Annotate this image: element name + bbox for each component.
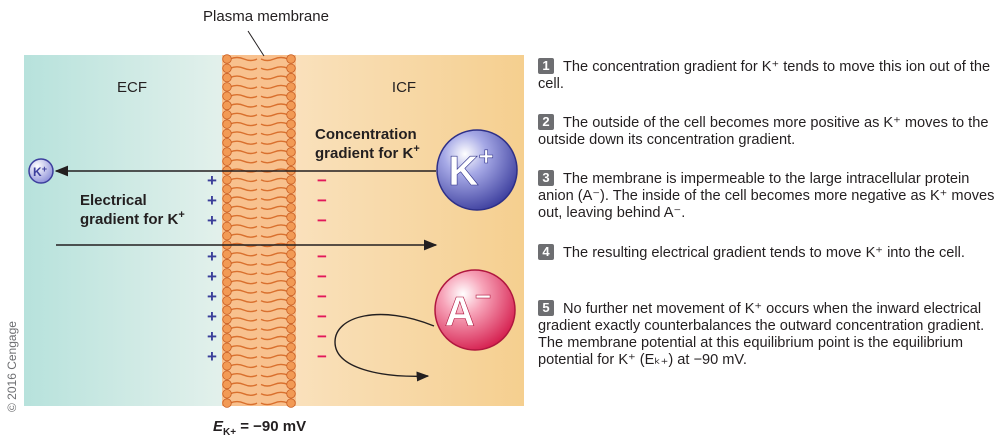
minus-sign: − xyxy=(317,267,327,286)
k-ion-small: K+ xyxy=(28,158,54,184)
k-ion-large: K+ xyxy=(436,129,518,211)
copyright-notice: © 2016 Cengage xyxy=(5,321,19,412)
membrane-label-pointer xyxy=(247,30,265,57)
membrane-diagram: Plasma membrane ECF ICF Concentration gr… xyxy=(24,8,524,438)
minus-sign: − xyxy=(317,247,327,266)
plus-sign: + xyxy=(207,327,217,346)
icf-label: ICF xyxy=(392,79,416,96)
plasma-membrane xyxy=(222,54,296,408)
minus-sign: − xyxy=(317,211,327,230)
conc-gradient-label-line2: gradient for K+ xyxy=(315,143,420,162)
plus-sign: + xyxy=(207,211,217,230)
minus-sign: − xyxy=(317,327,327,346)
minus-sign: − xyxy=(317,307,327,326)
minus-sign: − xyxy=(317,347,327,366)
plus-sign: + xyxy=(207,247,217,266)
legend-step-5-text: No further net movement of K⁺ occurs whe… xyxy=(538,301,985,368)
elec-gradient-label-line1: Electrical xyxy=(80,192,147,209)
svg-text:K+: K+ xyxy=(448,141,494,194)
conc-gradient-label-line1: Concentration xyxy=(315,126,417,143)
plus-sign: + xyxy=(207,267,217,286)
legend-step-4-text: The resulting electrical gradient tends … xyxy=(563,245,965,261)
svg-text:A−: A− xyxy=(445,281,492,335)
ecf-region xyxy=(24,55,228,406)
legend-step-3-text: The membrane is impermeable to the large… xyxy=(538,171,995,221)
minus-sign: − xyxy=(317,191,327,210)
minus-sign: − xyxy=(317,287,327,306)
conc-k-superscript: + xyxy=(413,143,419,155)
plus-sign: + xyxy=(207,287,217,306)
legend-step-1-text: The concentration gradient for K⁺ tends … xyxy=(538,59,991,92)
plus-sign: + xyxy=(207,191,217,210)
plus-sign: + xyxy=(207,347,217,366)
ecf-label: ECF xyxy=(117,79,147,96)
negative-charges-inside: −−−−−−−−− xyxy=(317,171,327,366)
equilibrium-potential-label: EK+ = −90 mV xyxy=(213,418,306,438)
anion-a: A− xyxy=(434,269,516,351)
minus-sign: − xyxy=(317,171,327,190)
cation-return-arrow xyxy=(334,313,435,382)
elec-gradient-label-line2: gradient for K+ xyxy=(80,209,185,228)
plus-sign: + xyxy=(207,171,217,190)
svg-text:K+: K+ xyxy=(33,164,47,179)
elec-k-superscript: + xyxy=(178,209,184,221)
positive-charges-outside: +++++++++ xyxy=(207,171,217,366)
legend-step-2-text: The outside of the cell becomes more pos… xyxy=(538,115,989,148)
membrane-label: Plasma membrane xyxy=(203,8,329,25)
plus-sign: + xyxy=(207,307,217,326)
